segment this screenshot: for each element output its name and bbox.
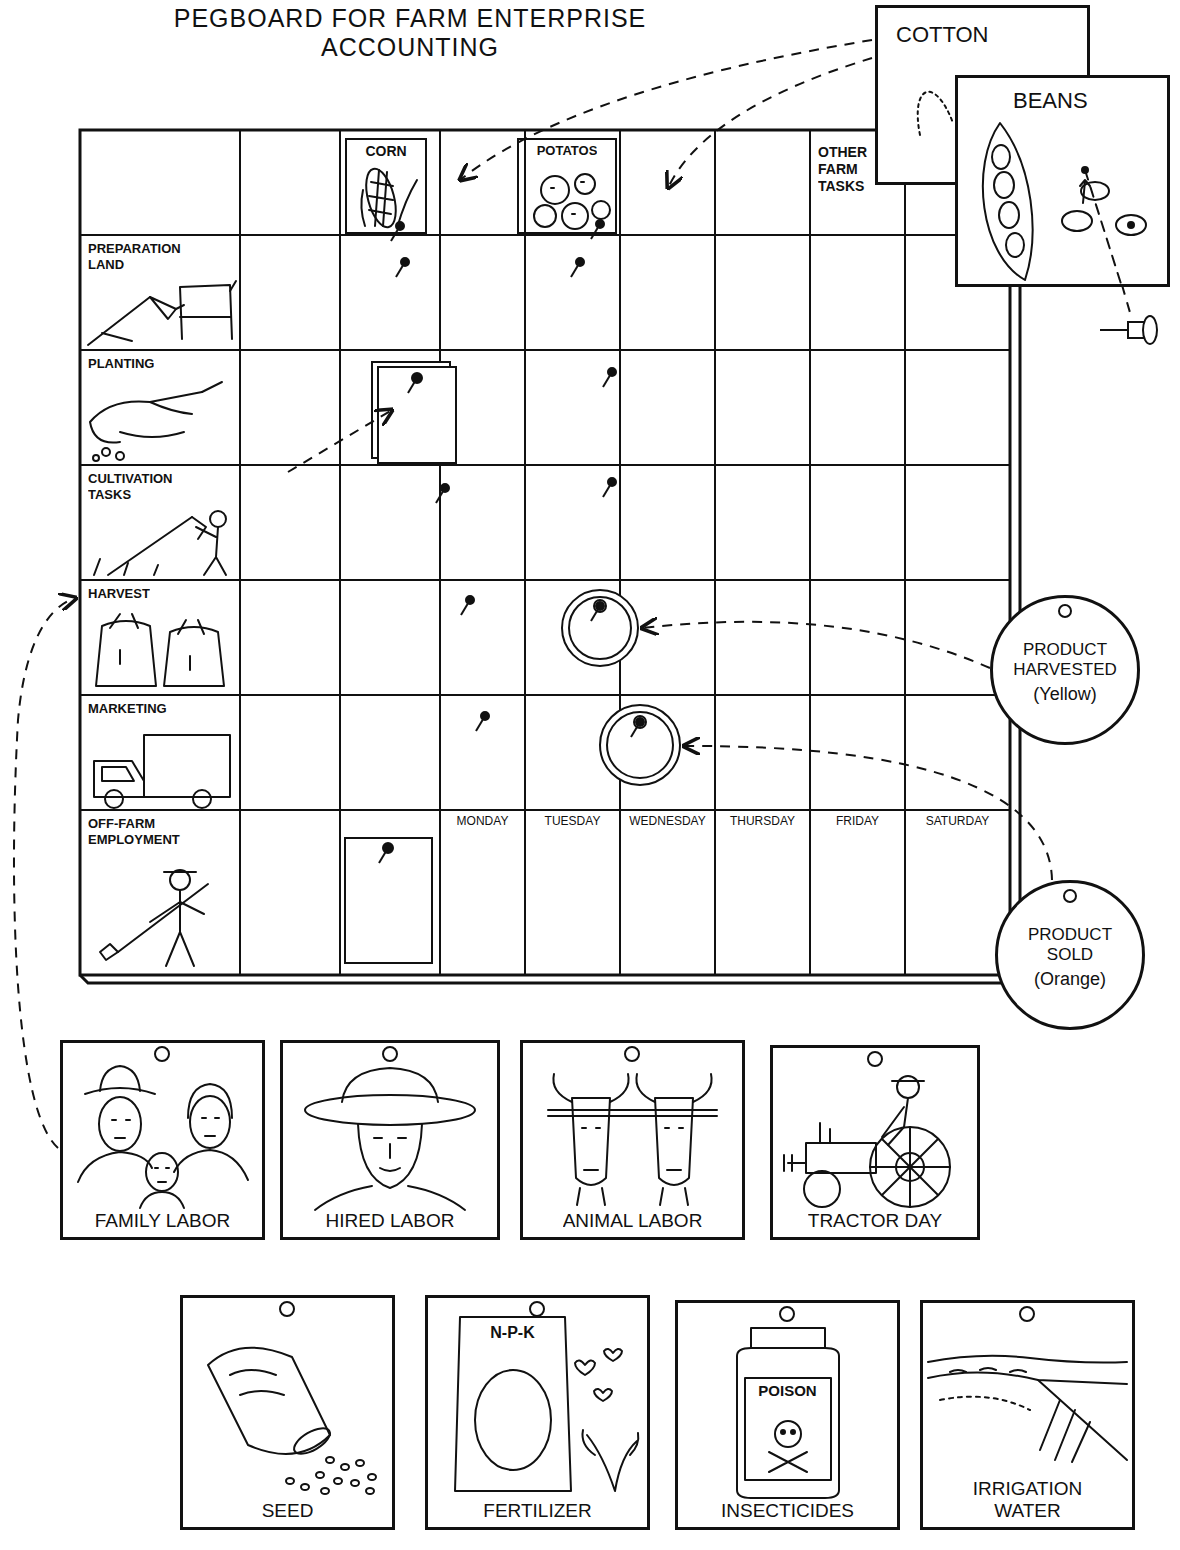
crop-card: BEANS bbox=[955, 75, 1170, 287]
crop-card: POTATOS bbox=[517, 138, 617, 234]
node-label: (Yellow) bbox=[1033, 684, 1096, 704]
resource-card: HIRED LABOR bbox=[280, 1040, 500, 1240]
day-label: FRIDAY bbox=[810, 814, 905, 829]
node-label: PREPARATION LAND bbox=[88, 241, 208, 273]
node-label: OFF-FARM EMPLOYMENT bbox=[88, 816, 218, 848]
label-holder: WEDNESDAY bbox=[620, 814, 715, 829]
node-label: CULTIVATION TASKS bbox=[88, 471, 198, 503]
row-label-cell: MARKETING bbox=[80, 695, 240, 810]
card-illustration bbox=[180, 1295, 395, 1530]
node-label: (Orange) bbox=[1034, 969, 1106, 989]
node-label: POTATOS bbox=[537, 143, 598, 159]
node-label: HARVEST bbox=[88, 586, 150, 602]
title-text: PEGBOARD FOR FARM ENTERPRISE ACCOUNTING bbox=[130, 4, 690, 62]
row-label-cell: HARVEST bbox=[80, 580, 240, 695]
row-label-cell: PREPARATION LAND bbox=[80, 235, 240, 350]
label-holder: THURSDAY bbox=[715, 814, 810, 829]
card-illustration bbox=[425, 1295, 650, 1530]
node-label: FERTILIZER bbox=[483, 1500, 591, 1522]
resource-card: ANIMAL LABOR bbox=[520, 1040, 745, 1240]
node-label: TRACTOR DAY bbox=[808, 1210, 942, 1232]
day-label: MONDAY bbox=[440, 814, 525, 829]
column-header-cell: OTHER FARM TASKS bbox=[812, 136, 904, 234]
row-label-cell: OFF-FARM EMPLOYMENT bbox=[80, 810, 240, 975]
node-label: ANIMAL LABOR bbox=[563, 1210, 703, 1232]
jar-label: POISON bbox=[745, 1382, 830, 1400]
crop-card: CORN bbox=[345, 138, 427, 234]
resource-card: INSECTICIDES bbox=[675, 1300, 900, 1530]
node-label: SEED bbox=[262, 1500, 314, 1522]
resource-card: FERTILIZER bbox=[425, 1295, 650, 1530]
resource-card: TRACTOR DAY bbox=[770, 1045, 980, 1240]
node-label: PLANTING bbox=[88, 356, 154, 372]
node-label: FAMILY LABOR bbox=[95, 1210, 231, 1232]
label-holder: N-P-K bbox=[470, 1323, 555, 1342]
tag-circle: PRODUCT HARVESTED (Yellow) bbox=[990, 595, 1140, 745]
resource-card: IRRIGATION WATER bbox=[920, 1300, 1135, 1530]
label-holder: SATURDAY bbox=[905, 814, 1010, 829]
resource-card: FAMILY LABOR bbox=[60, 1040, 265, 1240]
node-label: PRODUCT SOLD bbox=[1009, 925, 1131, 965]
node-label: OTHER FARM TASKS bbox=[818, 144, 898, 195]
card-illustration bbox=[675, 1300, 900, 1530]
bag-label: N-P-K bbox=[470, 1323, 555, 1342]
label-holder: FRIDAY bbox=[810, 814, 905, 829]
resource-card: SEED bbox=[180, 1295, 395, 1530]
label-holder: TUESDAY bbox=[525, 814, 620, 829]
node-label: PRODUCT HARVESTED bbox=[1004, 640, 1126, 680]
tag-circle: PRODUCT SOLD (Orange) bbox=[995, 880, 1145, 1030]
node-label: COTTON bbox=[896, 22, 988, 48]
node-label: IRRIGATION WATER bbox=[953, 1478, 1103, 1522]
node-label: HIRED LABOR bbox=[326, 1210, 455, 1232]
row-label-cell: PLANTING bbox=[80, 350, 240, 465]
label-holder: MONDAY bbox=[440, 814, 525, 829]
label-holder: POISON bbox=[745, 1382, 830, 1400]
day-label: TUESDAY bbox=[525, 814, 620, 829]
day-label: WEDNESDAY bbox=[620, 814, 715, 829]
day-label: SATURDAY bbox=[905, 814, 1010, 829]
row-label-cell: CULTIVATION TASKS bbox=[80, 465, 240, 580]
day-label: THURSDAY bbox=[715, 814, 810, 829]
node-label: BEANS bbox=[1013, 88, 1088, 114]
node-label: INSECTICIDES bbox=[721, 1500, 854, 1522]
node-label: MARKETING bbox=[88, 701, 167, 717]
node-label: CORN bbox=[365, 143, 406, 160]
title-holder: PEGBOARD FOR FARM ENTERPRISE ACCOUNTING bbox=[130, 4, 690, 62]
